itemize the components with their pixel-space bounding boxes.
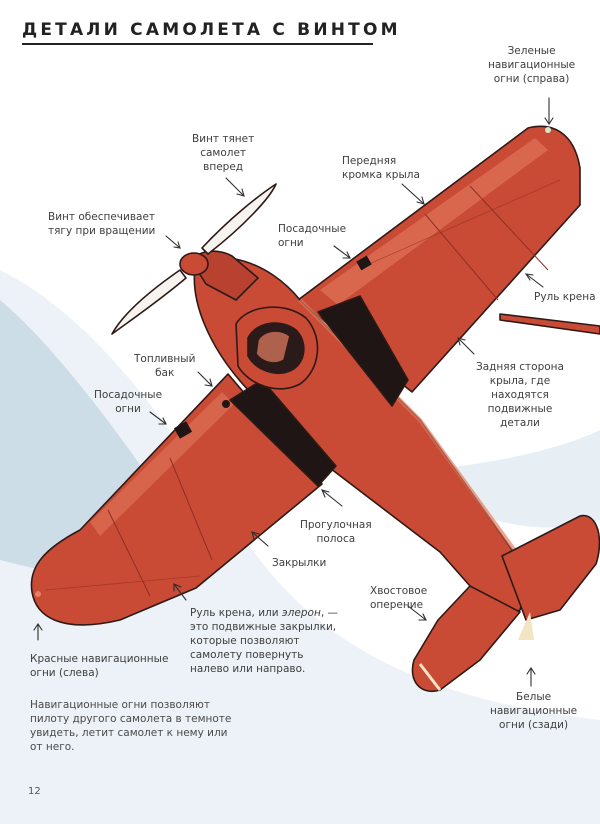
- label-line: Белые: [516, 691, 552, 703]
- label-nav-lights-rear: Белые навигационные огни (сзади): [490, 690, 577, 732]
- nav-lights-note: Навигационные огни позволяют пилоту друг…: [30, 699, 232, 753]
- label-line: навигационные: [490, 705, 578, 717]
- label-fuel-tank: Топливный бак: [134, 352, 195, 380]
- label-propeller-pulls: Винт тянет самолет вперед: [192, 132, 254, 174]
- left-wing: [30, 373, 323, 626]
- label-line: Посадочные: [94, 389, 163, 401]
- label-line: которые позволяют: [190, 635, 300, 647]
- label-line: полоса: [316, 533, 356, 545]
- label-line: Винт обеспечивает: [48, 211, 156, 223]
- propeller-blade-lower: [111, 269, 187, 335]
- page-number: 12: [28, 786, 41, 797]
- tail-right-stabilizer: [501, 515, 600, 621]
- label-landing-lights-left: Посадочные огни: [94, 388, 162, 416]
- label-line: самолет: [200, 147, 247, 159]
- label-line: Руль крена, или элерон, —: [190, 606, 338, 620]
- label-line: бак: [155, 367, 175, 379]
- landing-light-left: [173, 421, 193, 439]
- label-emphasis: элерон: [281, 607, 321, 619]
- landing-light-right: [356, 255, 372, 271]
- walkway-right: [317, 295, 409, 407]
- label-line: Задняя сторона: [476, 361, 564, 373]
- label-line: кромка крыла: [342, 169, 420, 181]
- label-line: подвижные: [487, 403, 553, 415]
- label-line: налево или направо.: [190, 663, 306, 675]
- propeller-spinner: [179, 252, 209, 276]
- label-landing-lights-top: Посадочные огни: [278, 222, 346, 250]
- label-line: Прогулочная: [300, 519, 372, 531]
- tail-left-stabilizer: [411, 585, 521, 693]
- label-line: огни (сзади): [499, 719, 569, 731]
- label-line: Зеленые: [507, 45, 556, 57]
- label-nav-lights-right: Зеленые навигационные огни (справа): [488, 44, 575, 86]
- page-title: ДЕТАЛИ САМОЛЕТА С ВИНТОМ: [22, 20, 401, 40]
- nav-light-rear: [518, 612, 534, 640]
- right-aileron: [499, 313, 600, 335]
- label-text: Руль крена, или: [190, 607, 282, 619]
- label-walkway: Прогулочная полоса: [300, 518, 372, 546]
- label-aileron-right: Руль крена: [534, 290, 596, 304]
- label-line: огни: [278, 237, 304, 249]
- label-line: оперение: [370, 599, 424, 611]
- fuel-cap: [222, 400, 230, 408]
- label-line: вперед: [203, 161, 244, 173]
- label-aileron-description: Руль крена, или элерон, — это подвижные …: [190, 606, 338, 676]
- label-line: Хвостовое: [370, 585, 428, 597]
- label-line: крыла, где: [489, 375, 551, 387]
- label-line: Красные навигационные: [30, 653, 169, 665]
- label-line: Передняя: [342, 155, 397, 167]
- label-line: детали: [500, 417, 540, 429]
- label-line: огни (справа): [493, 73, 570, 85]
- label-line: Топливный: [134, 353, 196, 365]
- label-line: находятся: [491, 389, 549, 401]
- walkway-left: [229, 379, 337, 487]
- label-line: навигационные: [488, 59, 576, 71]
- title-underline: [22, 43, 373, 45]
- label-propeller-thrust: Винт обеспечивает тягу при вращении: [48, 210, 155, 238]
- label-line: Руль крена: [534, 291, 596, 303]
- label-line: тягу при вращении: [48, 225, 156, 237]
- label-nav-lights-left: Красные навигационные огни (слева): [30, 652, 168, 680]
- label-trailing-edge: Задняя сторона крыла, где находятся подв…: [476, 360, 564, 430]
- label-line: Винт тянет: [192, 133, 255, 145]
- label-leading-edge: Передняя кромка крыла: [342, 154, 420, 182]
- label-line: Посадочные: [278, 223, 347, 235]
- label-text: , —: [320, 607, 338, 619]
- label-line: огни: [115, 403, 141, 415]
- nav-light-right: [545, 127, 551, 133]
- label-line: Закрылки: [272, 557, 327, 569]
- propeller-blade-upper: [201, 183, 277, 255]
- label-line: это подвижные закрылки,: [190, 621, 337, 633]
- label-flaps: Закрылки: [272, 556, 326, 570]
- label-tail: Хвостовое оперение: [370, 584, 427, 612]
- label-line: огни (слева): [30, 667, 99, 679]
- nav-light-left: [35, 591, 41, 597]
- label-line: самолету повернуть: [190, 649, 304, 661]
